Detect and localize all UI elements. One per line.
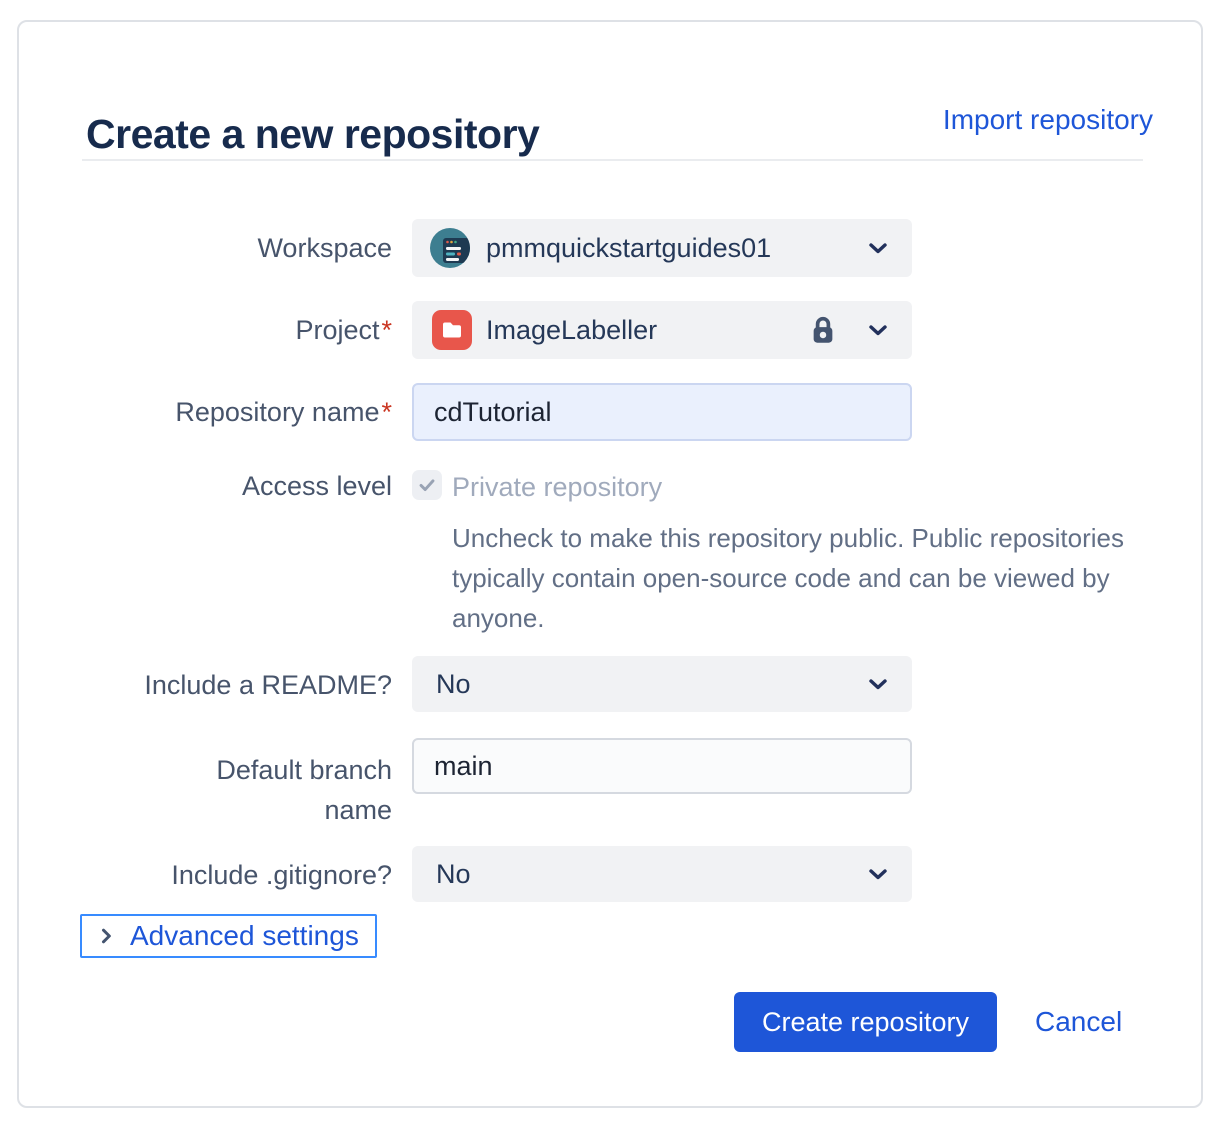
include-readme-value: No — [436, 668, 471, 699]
header-divider — [82, 159, 1143, 161]
chevron-down-icon — [866, 318, 890, 342]
chevron-down-icon — [866, 672, 890, 696]
repository-name-label-text: Repository name — [175, 397, 380, 427]
default-branch-label-text: Default branch name — [216, 755, 392, 825]
chevron-down-icon — [866, 236, 890, 260]
form-actions: Create repository Cancel — [734, 992, 1122, 1052]
workspace-value: pmmquickstartguides01 — [486, 232, 772, 263]
workspace-avatar — [430, 228, 470, 268]
default-branch-input[interactable] — [412, 738, 912, 794]
include-readme-label-text: Include a README? — [144, 670, 392, 700]
required-asterisk: * — [381, 315, 392, 345]
project-label-text: Project — [295, 315, 380, 345]
include-readme-label: Include a README? — [59, 668, 392, 702]
include-gitignore-value: No — [436, 858, 471, 889]
project-select[interactable]: ImageLabeller — [412, 301, 912, 359]
workspace-select[interactable]: pmmquickstartguides01 — [412, 219, 912, 277]
repository-name-label: Repository name* — [59, 395, 392, 429]
lock-icon — [806, 313, 840, 347]
advanced-settings-toggle[interactable]: Advanced settings — [80, 914, 377, 958]
create-repository-card: Create a new repository Import repositor… — [17, 20, 1203, 1108]
include-gitignore-select[interactable]: No — [412, 846, 912, 902]
include-gitignore-label: Include .gitignore? — [59, 858, 392, 892]
include-gitignore-label-text: Include .gitignore? — [171, 860, 392, 890]
repository-name-input[interactable] — [412, 383, 912, 441]
advanced-settings-label: Advanced settings — [130, 920, 359, 951]
project-label: Project* — [59, 313, 392, 347]
access-level-label-text: Access level — [241, 471, 392, 501]
default-branch-label: Default branch name — [142, 750, 392, 830]
access-level-label: Access level — [59, 469, 392, 503]
workspace-label-text: Workspace — [257, 233, 392, 263]
chevron-down-icon — [866, 862, 890, 886]
cancel-button[interactable]: Cancel — [1035, 1006, 1123, 1037]
page-title: Create a new repository — [86, 111, 540, 158]
private-repository-checkbox[interactable] — [412, 470, 442, 500]
checkmark-icon — [419, 479, 435, 492]
include-readme-select[interactable]: No — [412, 656, 912, 712]
import-repository-link[interactable]: Import repository — [942, 104, 1153, 135]
workspace-label: Workspace — [59, 231, 392, 265]
required-asterisk: * — [381, 397, 392, 427]
access-level-description: Uncheck to make this repository public. … — [452, 523, 1124, 633]
project-value: ImageLabeller — [486, 314, 658, 345]
chevron-right-icon — [102, 928, 111, 944]
private-repository-label: Private repository — [452, 472, 663, 502]
create-repository-button[interactable]: Create repository — [734, 992, 997, 1052]
project-folder-icon — [432, 310, 472, 350]
